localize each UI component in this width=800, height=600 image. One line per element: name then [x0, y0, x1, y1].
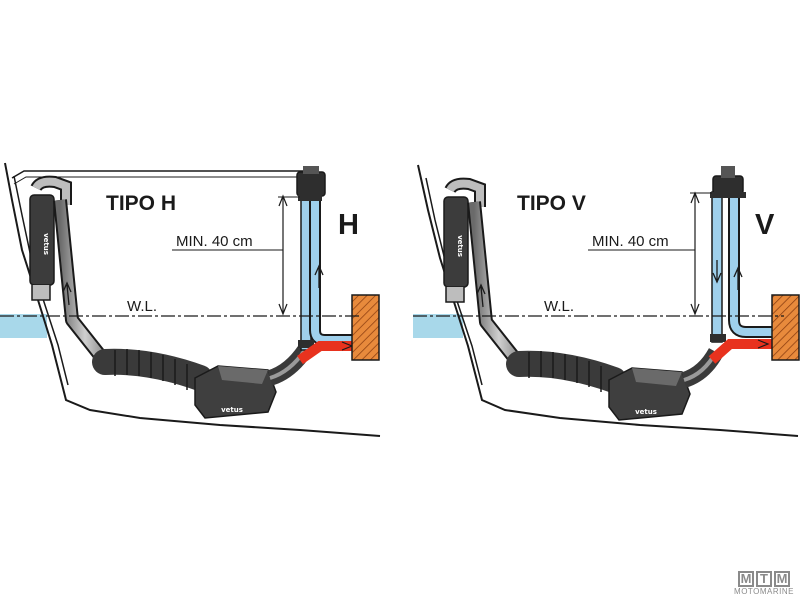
watermark-letters: M T M: [734, 571, 794, 587]
svg-text:vetus: vetus: [635, 408, 657, 416]
corrugated-hose: [506, 350, 627, 393]
gooseneck-loop: vetus: [443, 177, 486, 303]
svg-text:vetus: vetus: [42, 233, 50, 255]
min-height-dimension: [588, 191, 712, 316]
watermark-letter: T: [756, 571, 773, 587]
hot-water-pipe: [708, 339, 772, 364]
min-height-label: MIN. 40 cm: [176, 233, 253, 250]
panel-type-letter: V: [755, 209, 775, 241]
water-surface: [0, 314, 47, 338]
motomarine-watermark-logo: M T M MOTOMARINE: [734, 571, 794, 596]
blue-riser-pipe: [296, 166, 352, 351]
vent-line-inner: [13, 176, 302, 185]
waterlock-muffler: vetus: [194, 365, 277, 419]
svg-text:vetus: vetus: [456, 235, 464, 257]
flow-arrow-up: [62, 281, 72, 306]
hull-outline: [417, 164, 799, 437]
panel-title: TIPO H: [106, 192, 176, 215]
waterline-label: W.L.: [544, 298, 574, 315]
min-height-label: MIN. 40 cm: [592, 233, 669, 250]
blue-riser-pipe: [710, 166, 772, 343]
waterlock-muffler: vetus: [608, 367, 691, 421]
watermark-letter: M: [738, 571, 755, 587]
flow-arrow-up: [476, 283, 486, 308]
hull-outline: [4, 162, 381, 437]
engine-block: [771, 294, 800, 361]
engine-block: [351, 294, 380, 361]
waterline-label: W.L.: [127, 298, 157, 315]
corrugated-hose: [92, 348, 213, 391]
gooseneck-loop: vetus: [29, 175, 72, 301]
panel-type-letter: H: [338, 209, 359, 241]
water-surface: [413, 314, 463, 338]
hot-water-pipe: [297, 341, 355, 365]
watermark-letter: M: [774, 571, 791, 587]
watermark-subtitle: MOTOMARINE: [734, 587, 794, 596]
min-height-dimension: [172, 194, 300, 316]
panel-title: TIPO V: [517, 192, 586, 215]
svg-text:vetus: vetus: [221, 406, 243, 414]
panel-tipo-h: vetus vetus: [0, 162, 381, 437]
panel-tipo-v: vetus vetus: [413, 164, 800, 437]
